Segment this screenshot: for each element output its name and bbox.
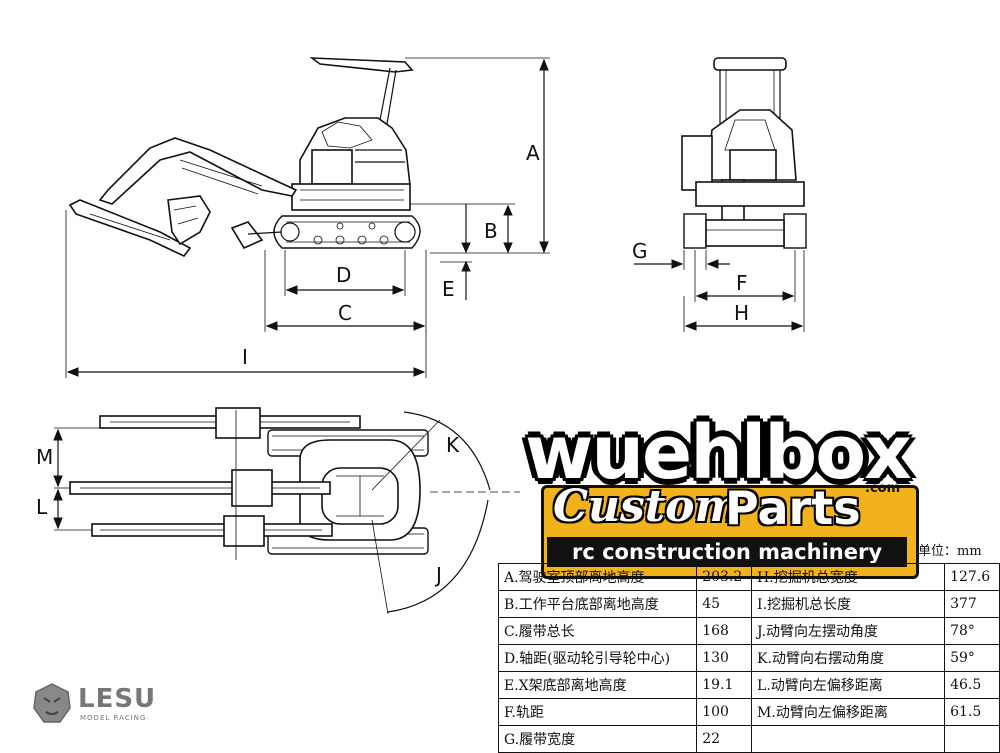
dim-label-l: L	[36, 495, 48, 519]
dim-label-b: B	[484, 219, 498, 243]
dim-label-i: I	[242, 345, 248, 369]
spec-value-cell: 127.6	[944, 563, 1000, 591]
spec-label-cell	[751, 725, 946, 753]
spec-value-cell: 19.1	[696, 671, 753, 699]
spec-value-cell: 377	[944, 590, 1000, 618]
front-view-dimensions: G F H	[632, 239, 805, 332]
spec-label-cell: J.动臂向左摆动角度	[751, 617, 946, 645]
spec-label-cell: K.动臂向右摆动角度	[751, 644, 946, 672]
spec-value-cell: 45	[696, 590, 753, 618]
logo-brand-text: wuehlbox	[525, 410, 912, 496]
lion-emblem-icon	[33, 683, 71, 723]
spec-value-cell: 46.5	[944, 671, 1000, 699]
front-view-excavator	[681, 57, 807, 249]
logo-tagline: rc construction machinery	[547, 537, 907, 567]
spec-value-cell: 100	[696, 698, 753, 726]
dim-label-a: A	[526, 141, 540, 165]
unit-label: 单位：mm	[918, 544, 982, 559]
spec-label-cell: I.挖掘机总长度	[751, 590, 946, 618]
spec-label-cell: M.动臂向左偏移距离	[751, 698, 946, 726]
spec-value-cell	[944, 725, 1000, 753]
spec-value-cell: 168	[696, 617, 753, 645]
spec-value-cell: 61.5	[944, 698, 1000, 726]
lesu-subtitle: MODEL RACING	[80, 714, 147, 722]
dim-label-c: C	[338, 301, 352, 325]
spec-value-cell: 59°	[944, 644, 1000, 672]
spec-label-cell: G.履带宽度	[497, 725, 698, 753]
spec-label-cell: E.X架底部离地高度	[497, 671, 698, 699]
dim-label-j: J	[434, 563, 442, 587]
spec-label-cell: F.轨距	[497, 698, 698, 726]
spec-label-cell: D.轴距(驱动轮引导轮中心)	[497, 644, 698, 672]
lesu-wordmark: LESU	[78, 684, 157, 714]
dim-label-f: F	[736, 271, 748, 295]
dim-label-d: D	[336, 263, 351, 287]
dim-label-h: H	[734, 301, 749, 325]
spec-label-cell: A.驾驶室顶部离地高度	[497, 563, 698, 591]
spec-value-cell: 22	[696, 725, 753, 753]
top-view-excavator	[69, 407, 429, 560]
spec-label-cell: B.工作平台底部离地高度	[497, 590, 698, 618]
spec-label-cell: L.动臂向左偏移距离	[751, 671, 946, 699]
wuehlbox-logo: wuehlbox Custom Parts .com rc constructi…	[525, 410, 925, 579]
logo-com-text: .com	[865, 481, 901, 496]
side-view-dimensions: A B E D C I	[65, 57, 550, 378]
spec-label-cell: C.履带总长	[497, 617, 698, 645]
side-view-excavator	[68, 57, 421, 258]
logo-custom-text: Custom	[553, 481, 742, 532]
dim-label-g: G	[632, 239, 648, 263]
lesu-logo: LESU MODEL RACING	[30, 682, 160, 730]
dim-label-k: K	[446, 433, 460, 457]
dim-label-e: E	[442, 277, 455, 301]
spec-label-cell: H.挖掘机总宽度	[751, 563, 946, 591]
logo-parts-text: Parts	[725, 481, 861, 535]
spec-value-cell: 130	[696, 644, 753, 672]
dim-label-m: M	[36, 445, 53, 469]
spec-value-cell: 78°	[944, 617, 1000, 645]
top-view-dimensions: M L K J	[36, 411, 520, 615]
spec-value-cell: 203.2	[696, 563, 753, 591]
